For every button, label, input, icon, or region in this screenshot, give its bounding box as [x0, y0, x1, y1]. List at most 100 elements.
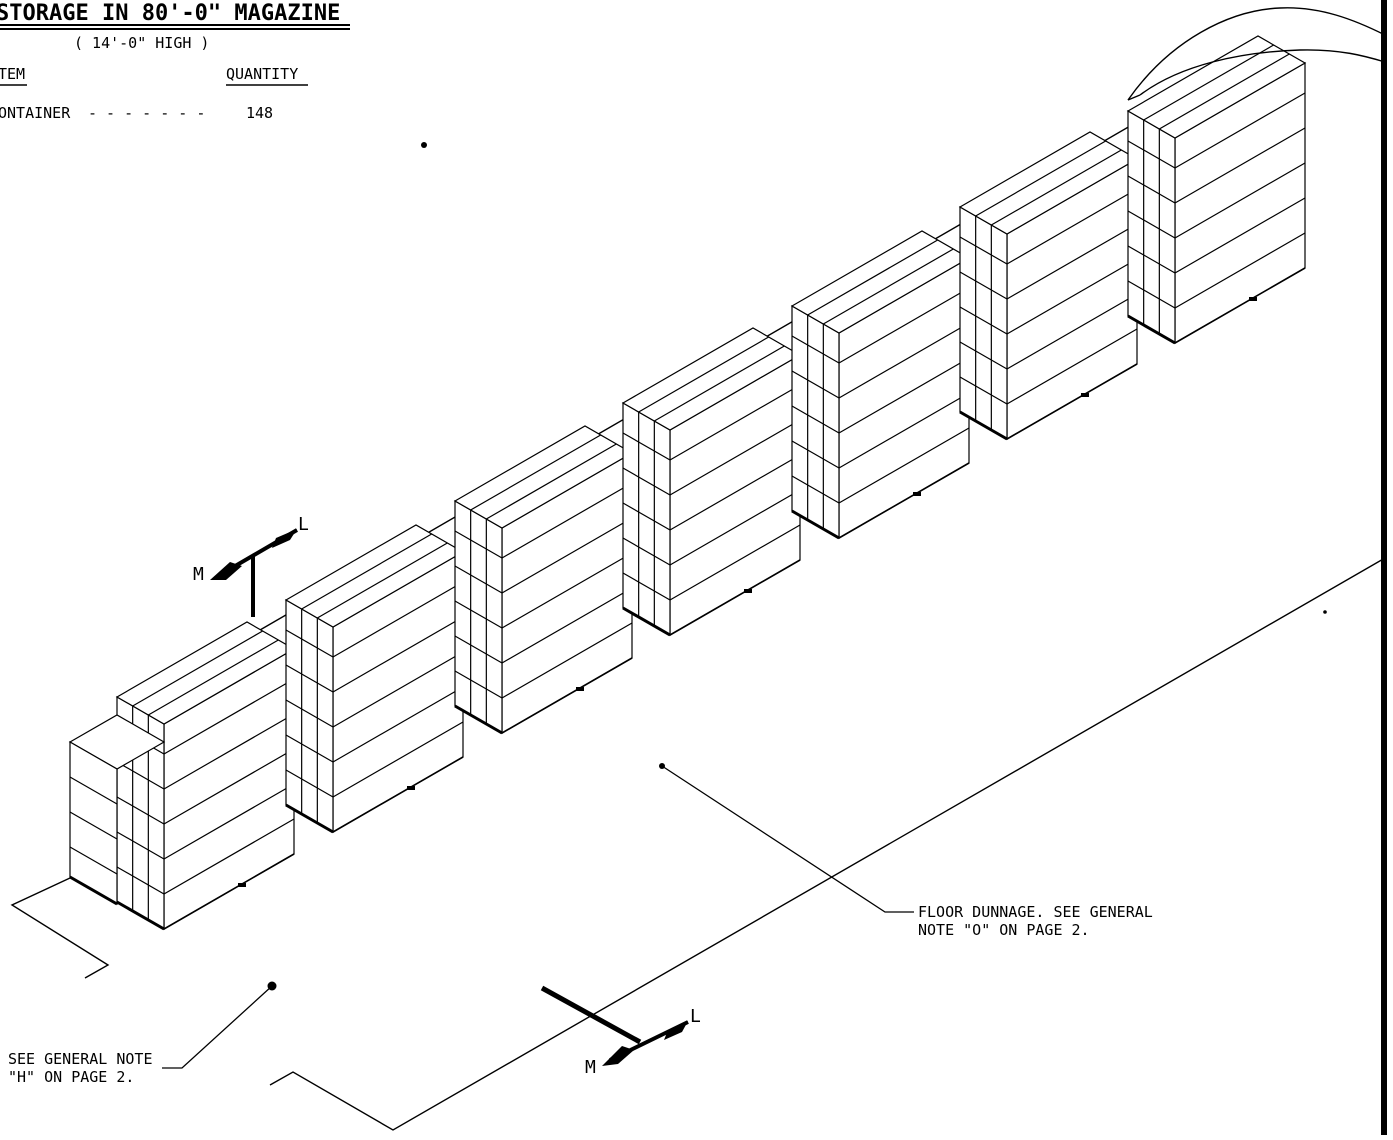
container-row-line: [1174, 92, 1306, 169]
container-row-line: [669, 489, 801, 566]
storage-stack: [790, 230, 971, 540]
container-row-line: [1127, 175, 1176, 204]
container-row-line: [838, 322, 970, 399]
reference-dot-top: [421, 142, 427, 148]
container-row-line: [622, 537, 671, 566]
magazine-arch: [1127, 7, 1386, 101]
floor-dunnage-base: [1127, 314, 1176, 345]
container-row-line: [791, 335, 840, 364]
floor-dunnage-base: [163, 853, 295, 930]
container-row-line: [116, 796, 165, 825]
container-row-line: [1174, 232, 1306, 309]
row-item-name: ONTAINER: [0, 104, 71, 122]
storage-stack: [958, 131, 1139, 441]
container-row-line: [285, 699, 334, 728]
container-row-line: [116, 866, 165, 895]
drawing-subtitle: ( 14'-0" HIGH ): [74, 34, 209, 52]
container-row-line: [501, 552, 633, 629]
container-row-line: [69, 846, 118, 875]
stack-side-face: [1127, 109, 1176, 345]
container-row-line: [959, 376, 1008, 405]
container-row-line: [332, 616, 464, 693]
container-row-line: [959, 271, 1008, 300]
container-row-line: [1006, 223, 1138, 300]
container-row-line: [669, 419, 801, 496]
general-note-leader: [162, 985, 273, 1069]
general-note-h-callout: SEE GENERAL NOTE "H" ON PAGE 2.: [8, 981, 277, 1086]
direction-indicator-bottom: M L: [540, 985, 701, 1078]
container-row-line: [116, 761, 165, 790]
floor-dunnage-base: [285, 803, 334, 834]
dunnage-foot: [407, 786, 415, 790]
container-row-line: [285, 734, 334, 763]
container-top-divider: [317, 542, 448, 619]
storage-stack: [1126, 35, 1307, 345]
container-top-divider: [132, 630, 263, 707]
floor-dunnage-base: [454, 704, 503, 735]
row-quantity-value: 148: [246, 104, 273, 122]
container-top-divider: [823, 248, 954, 325]
container-row-line: [622, 572, 671, 601]
floor-dunnage-leader: [661, 765, 914, 913]
storage-stack: [284, 524, 465, 834]
container-row-line: [959, 306, 1008, 335]
container-row-line: [163, 783, 295, 860]
row-leader-dashes: - - - - - - -: [88, 104, 205, 122]
direction-arrow-bottom-m: [602, 1046, 634, 1066]
container-row-line: [332, 581, 464, 658]
container-row-line: [285, 769, 334, 798]
container-row-line: [1174, 127, 1306, 204]
container-row-line: [622, 467, 671, 496]
container-row-line: [791, 475, 840, 504]
floor-dunnage-base: [838, 462, 970, 539]
dunnage-foot: [744, 589, 752, 593]
container-row-line: [163, 678, 295, 755]
container-row-line: [454, 635, 503, 664]
container-row-line: [622, 432, 671, 461]
container-top-divider: [148, 639, 279, 716]
container-row-line: [838, 392, 970, 469]
container-row-line: [1127, 210, 1176, 239]
container-row-line: [163, 748, 295, 825]
container-row-line: [501, 517, 633, 594]
direction-label-top-l: L: [298, 514, 309, 535]
container-row-line: [838, 357, 970, 434]
floor-dunnage-base: [1006, 363, 1138, 440]
container-row-line: [1006, 188, 1138, 265]
container-top-divider: [991, 149, 1122, 226]
storage-stack: [621, 327, 802, 637]
container-row-line: [1127, 245, 1176, 274]
direction-label-bottom-l: L: [690, 1006, 701, 1027]
dunnage-foot: [576, 687, 584, 691]
container-row-line: [116, 831, 165, 860]
container-row-line: [1006, 258, 1138, 335]
stack-side-face: [959, 205, 1008, 441]
direction-indicator-top: M L: [193, 514, 309, 617]
container-row-line: [838, 427, 970, 504]
container-top-divider: [470, 434, 601, 511]
container-row-line: [163, 818, 295, 895]
container-row-line: [1174, 162, 1306, 239]
container-row-line: [959, 341, 1008, 370]
floor-dunnage-base: [1174, 267, 1306, 344]
drawing-title: STORAGE IN 80'-0" MAGAZINE: [0, 1, 340, 26]
aisle-left-outline: [10, 877, 110, 979]
stack-side-face: [791, 304, 840, 540]
arch-outer-curve: [1127, 7, 1386, 101]
container-row-line: [1006, 328, 1138, 405]
container-row-line: [285, 629, 334, 658]
container-row-line: [454, 565, 503, 594]
container-row-line: [332, 651, 464, 728]
container-row-line: [501, 622, 633, 699]
stack-side-face: [285, 598, 334, 834]
container-top-divider: [638, 336, 769, 413]
direction-arrow-top-m: [210, 562, 242, 580]
storage-stack: [453, 425, 634, 735]
container-row-line: [163, 713, 295, 790]
direction-indicator-bottom-post: [540, 985, 642, 1045]
container-row-line: [669, 454, 801, 531]
floor-dunnage-base: [69, 875, 118, 906]
container-row-line: [1127, 280, 1176, 309]
